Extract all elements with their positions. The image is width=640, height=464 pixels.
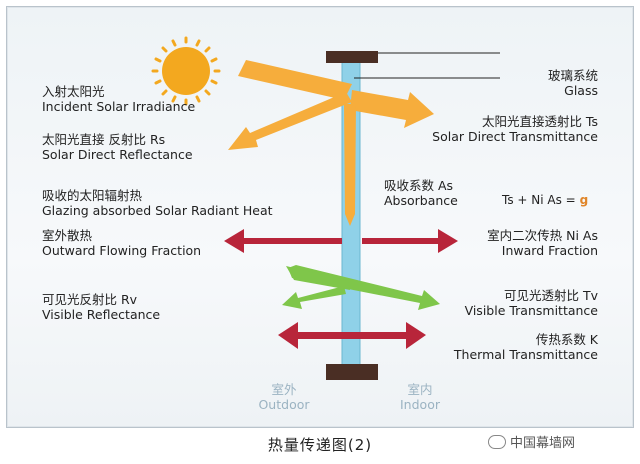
g-value-formula: Ts + Ni As = g	[502, 193, 589, 207]
visible-reflected-arrow	[282, 286, 346, 309]
brand-watermark: 中国幕墙网	[488, 432, 575, 451]
transmitted-solar-arrow	[350, 90, 434, 128]
thermal-double-arrow	[278, 322, 426, 349]
bottom-frame	[326, 364, 378, 380]
top-frame	[326, 51, 378, 63]
absorbed-arrow	[344, 104, 356, 226]
outward-heat-arrow	[224, 229, 342, 253]
visible-transmitted-arrow	[288, 265, 440, 310]
inward-heat-arrow	[362, 229, 458, 253]
wechat-icon	[488, 435, 506, 449]
figure-caption: 热量传递图(2)	[267, 436, 373, 454]
incident-solar-arrow	[238, 60, 352, 100]
diagram-panel	[6, 6, 634, 428]
visible-incident-arrow	[286, 266, 350, 290]
brand-name: 中国幕墙网	[510, 436, 576, 451]
sun-icon	[151, 36, 221, 106]
reflected-solar-arrow	[228, 92, 352, 150]
